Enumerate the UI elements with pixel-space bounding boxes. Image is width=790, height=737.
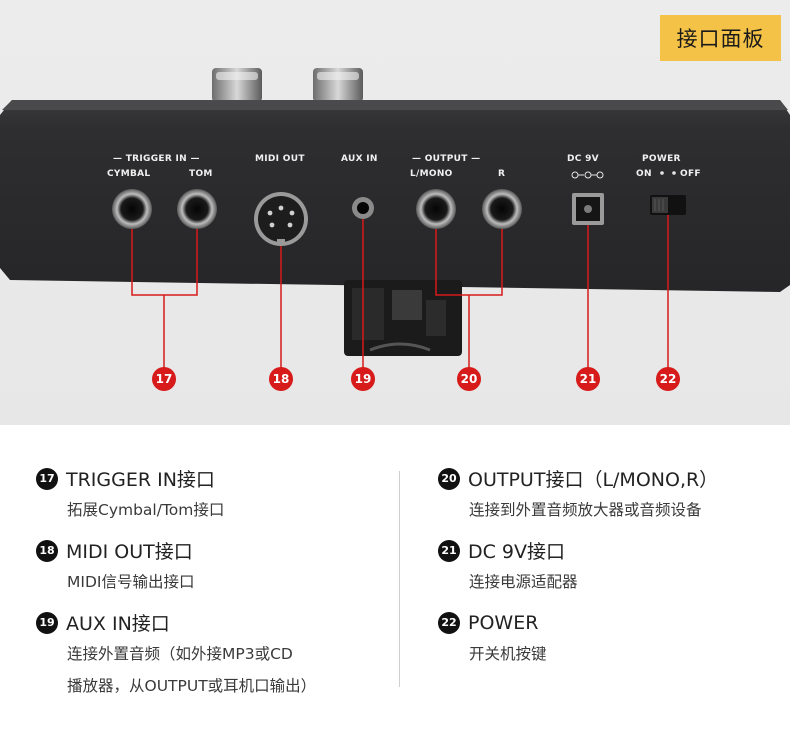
midi-out-label: MIDI OUT xyxy=(255,154,305,164)
callout-marker: 18 xyxy=(269,367,293,391)
number-disc: 17 xyxy=(36,467,58,490)
trigger-in-label: — TRIGGER IN — xyxy=(113,154,200,164)
desc-line: 拓展Cymbal/Tom接口 xyxy=(67,501,225,519)
cymbal-jack xyxy=(112,189,152,229)
dc-label: DC 9V xyxy=(567,154,599,164)
legend-desc: 开关机按键 xyxy=(469,638,788,670)
callout-marker: 21 xyxy=(576,367,600,391)
callout-marker: 17 xyxy=(152,367,176,391)
legend-desc: 连接到外置音频放大器或音频设备 xyxy=(469,494,788,526)
callout-marker: 19 xyxy=(351,367,375,391)
legend-item: 18 MIDI OUT接口 MIDI信号输出接口 xyxy=(36,535,386,598)
desc-line: 开关机按键 xyxy=(469,645,547,663)
legend-item: 20 OUTPUT接口（L/MONO,R） 连接到外置音频放大器或音频设备 xyxy=(438,463,788,526)
legend-desc: 连接电源适配器 xyxy=(469,566,788,598)
output-r-jack xyxy=(482,189,522,229)
callout-lines xyxy=(131,215,669,368)
on-label: ON xyxy=(636,169,652,179)
cymbal-label: CYMBAL xyxy=(107,169,151,179)
output-label: — OUTPUT — xyxy=(412,154,481,164)
column-divider xyxy=(399,471,400,687)
number-disc: 22 xyxy=(438,611,460,634)
legend-section: 17 TRIGGER IN接口 拓展Cymbal/Tom接口 18 MIDI O… xyxy=(0,425,790,737)
legend-title: MIDI OUT接口 xyxy=(66,541,193,563)
off-label: OFF xyxy=(680,169,701,179)
legend-title: TRIGGER IN接口 xyxy=(66,469,215,491)
dc-polarity-symbol xyxy=(571,171,604,179)
legend-title: AUX IN接口 xyxy=(66,613,170,635)
output-l-jack xyxy=(416,189,456,229)
tom-label: TOM xyxy=(189,169,213,179)
r-label: R xyxy=(498,169,506,179)
l-mono-label: L/MONO xyxy=(410,169,453,179)
legend-desc: MIDI信号输出接口 xyxy=(67,566,386,598)
rear-knob xyxy=(313,68,363,102)
tom-jack xyxy=(177,189,217,229)
legend-item: 19 AUX IN接口 连接外置音频（如外接MP3或CD 播放器，从OUTPUT… xyxy=(36,607,386,702)
dc-jack xyxy=(572,193,604,225)
desc-line: 连接到外置音频放大器或音频设备 xyxy=(469,501,702,519)
power-switch xyxy=(650,195,686,215)
rear-knob xyxy=(212,68,262,102)
midi-din-connector xyxy=(254,192,308,246)
desc-line: MIDI信号输出接口 xyxy=(67,573,195,591)
legend-item: 17 TRIGGER IN接口 拓展Cymbal/Tom接口 xyxy=(36,463,386,526)
section-badge: 接口面板 xyxy=(660,15,781,61)
aux-in-label: AUX IN xyxy=(341,154,378,164)
legend-left-column: 17 TRIGGER IN接口 拓展Cymbal/Tom接口 18 MIDI O… xyxy=(36,463,386,711)
legend-desc: 拓展Cymbal/Tom接口 xyxy=(67,494,386,526)
legend-item: 22 POWER 开关机按键 xyxy=(438,607,788,670)
mount-bracket xyxy=(344,280,462,356)
panel-illustration xyxy=(0,68,790,368)
desc-line: 连接电源适配器 xyxy=(469,573,578,591)
power-label: POWER xyxy=(642,154,681,164)
legend-desc: 连接外置音频（如外接MP3或CD 播放器，从OUTPUT或耳机口输出） xyxy=(67,638,386,702)
legend-right-column: 20 OUTPUT接口（L/MONO,R） 连接到外置音频放大器或音频设备 21… xyxy=(438,463,788,679)
legend-title: POWER xyxy=(468,611,539,634)
number-disc: 21 xyxy=(438,539,460,562)
legend-title: OUTPUT接口（L/MONO,R） xyxy=(468,469,719,491)
legend-item: 21 DC 9V接口 连接电源适配器 xyxy=(438,535,788,598)
desc-line: 播放器，从OUTPUT或耳机口输出） xyxy=(67,677,317,695)
legend-title: DC 9V接口 xyxy=(468,541,566,563)
product-photo: 接口面板 — TRIGGER IN — CYMBAL TOM MIDI OUT … xyxy=(0,0,790,425)
callout-marker: 22 xyxy=(656,367,680,391)
callout-marker: 20 xyxy=(457,367,481,391)
number-disc: 19 xyxy=(36,611,58,634)
desc-line: 连接外置音频（如外接MP3或CD xyxy=(67,645,293,663)
number-disc: 20 xyxy=(438,467,460,490)
number-disc: 18 xyxy=(36,539,58,562)
aux-in-jack xyxy=(352,197,374,219)
